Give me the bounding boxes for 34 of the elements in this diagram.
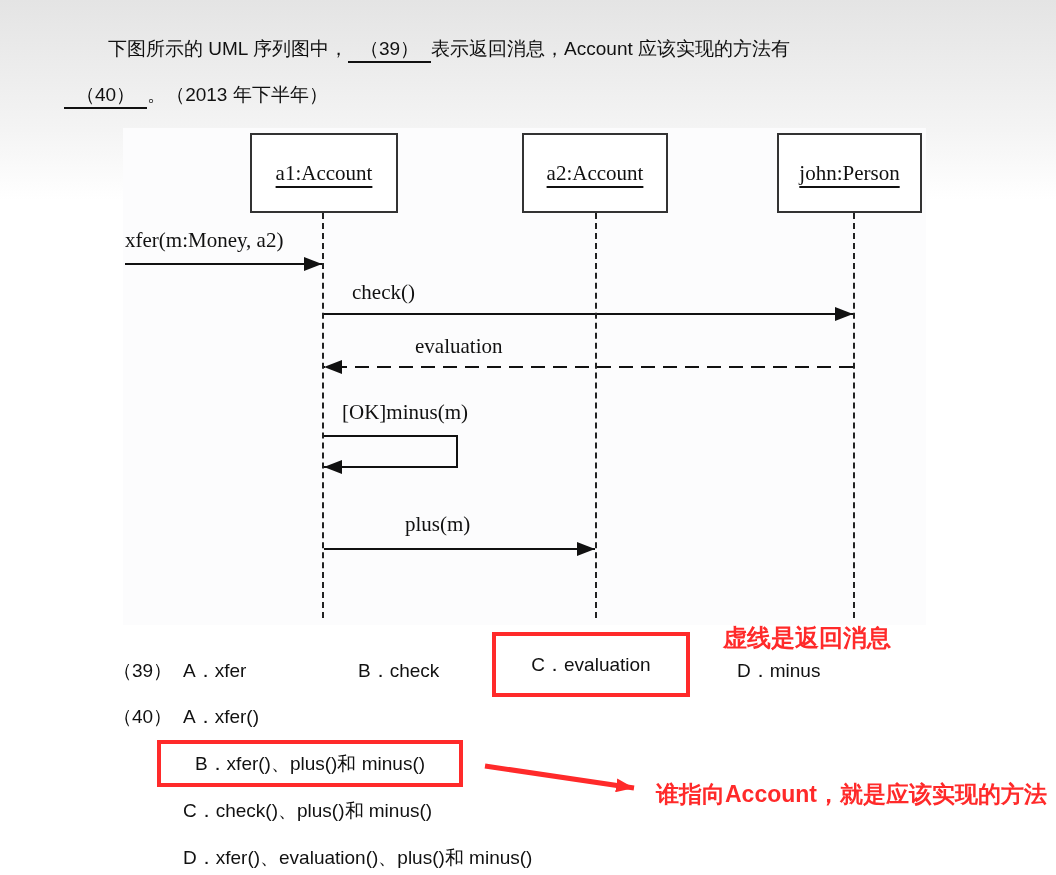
option-text: A．xfer() <box>183 705 259 729</box>
question-text: 下图所示的 UML 序列图中， <box>108 38 348 59</box>
answer-blank: （40） <box>64 83 148 109</box>
lifeline <box>853 213 855 618</box>
object-box: john:Person <box>777 133 922 213</box>
option-text: B．check <box>358 659 440 683</box>
option-text: D．xfer()、evaluation()、plus()和 minus() <box>183 846 533 870</box>
question-text: 表示返回消息，Account 应该实现的方法有 <box>431 38 791 59</box>
edge-label: plus(m) <box>405 512 471 537</box>
edge-label: check() <box>352 280 415 305</box>
object-box: a1:Account <box>250 133 398 213</box>
highlight-box: B．xfer()、plus()和 minus() <box>157 740 463 787</box>
annotation-text: 虚线是返回消息 <box>723 623 891 653</box>
lifeline <box>322 213 324 618</box>
message-arrow <box>323 542 596 556</box>
edge-label: xfer(m:Money, a2) <box>125 228 284 253</box>
message-arrow <box>124 257 323 271</box>
option-text: A．xfer <box>183 659 247 683</box>
option-text: （40） <box>113 705 173 729</box>
option-text: D．minus <box>737 659 821 683</box>
message-arrow <box>484 763 635 793</box>
edge-label: [OK]minus(m) <box>342 400 468 425</box>
question-text: 。（2013 年下半年） <box>147 84 328 105</box>
message-arrow <box>323 435 458 474</box>
answer-blank: （39） <box>347 37 432 63</box>
message-arrow <box>323 307 854 321</box>
edge-label: evaluation <box>415 334 503 359</box>
annotation-text: 谁指向Account，就是应该实现的方法 <box>656 778 1056 811</box>
object-box: a2:Account <box>522 133 668 213</box>
option-text: C．check()、plus()和 minus() <box>183 799 433 823</box>
lifeline <box>595 213 597 618</box>
highlight-box: C．evaluation <box>492 632 690 697</box>
option-text: （39） <box>113 659 173 683</box>
message-arrow <box>323 360 854 374</box>
